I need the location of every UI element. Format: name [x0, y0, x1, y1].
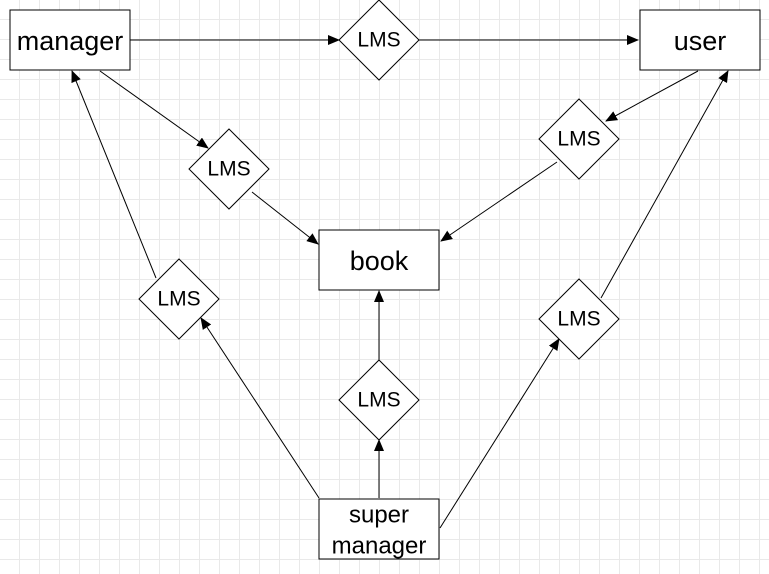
- entity-book-label: book: [350, 246, 409, 276]
- entity-super-manager-label-line2: manager: [332, 533, 427, 560]
- edge-super-manager-to-lms-lower-right: [439, 338, 560, 529]
- relationship-manager-user: LMS: [338, 0, 420, 81]
- edges: [71, 35, 729, 529]
- relationship-super-manager-user: LMS: [538, 278, 620, 360]
- edge-lms-lower-right-to-user: [600, 70, 729, 299]
- edge-lms-lower-left-to-manager: [71, 70, 157, 279]
- entity-user: user: [639, 9, 761, 71]
- edge-user-to-lms-right: [605, 70, 699, 122]
- relationship-super-manager-book: LMS: [338, 359, 420, 441]
- edge-manager-to-lms-left: [99, 70, 209, 149]
- relationship-manager-book-label: LMS: [207, 158, 250, 181]
- edge-super-manager-to-lms-lower-left: [200, 317, 320, 499]
- entity-super-manager-label-line1: super: [349, 502, 409, 529]
- relationship-user-book-label: LMS: [557, 128, 600, 151]
- relationship-manager-user-label: LMS: [357, 29, 400, 52]
- relationship-super-manager-user-label: LMS: [557, 308, 600, 331]
- relationship-super-manager-manager-label: LMS: [157, 288, 200, 311]
- entity-user-label: user: [674, 26, 727, 56]
- entity-manager-label: manager: [17, 26, 124, 56]
- relationship-super-manager-manager: LMS: [138, 258, 220, 340]
- relationship-manager-book: LMS: [188, 128, 270, 210]
- entity-manager: manager: [9, 9, 131, 71]
- relationship-user-book: LMS: [538, 98, 620, 180]
- edge-lms-right-to-book: [440, 161, 558, 242]
- entity-super-manager: super manager: [318, 498, 440, 560]
- relationship-super-manager-book-label: LMS: [357, 389, 400, 412]
- entity-book: book: [318, 229, 440, 291]
- edge-lms-left-to-book: [251, 191, 319, 245]
